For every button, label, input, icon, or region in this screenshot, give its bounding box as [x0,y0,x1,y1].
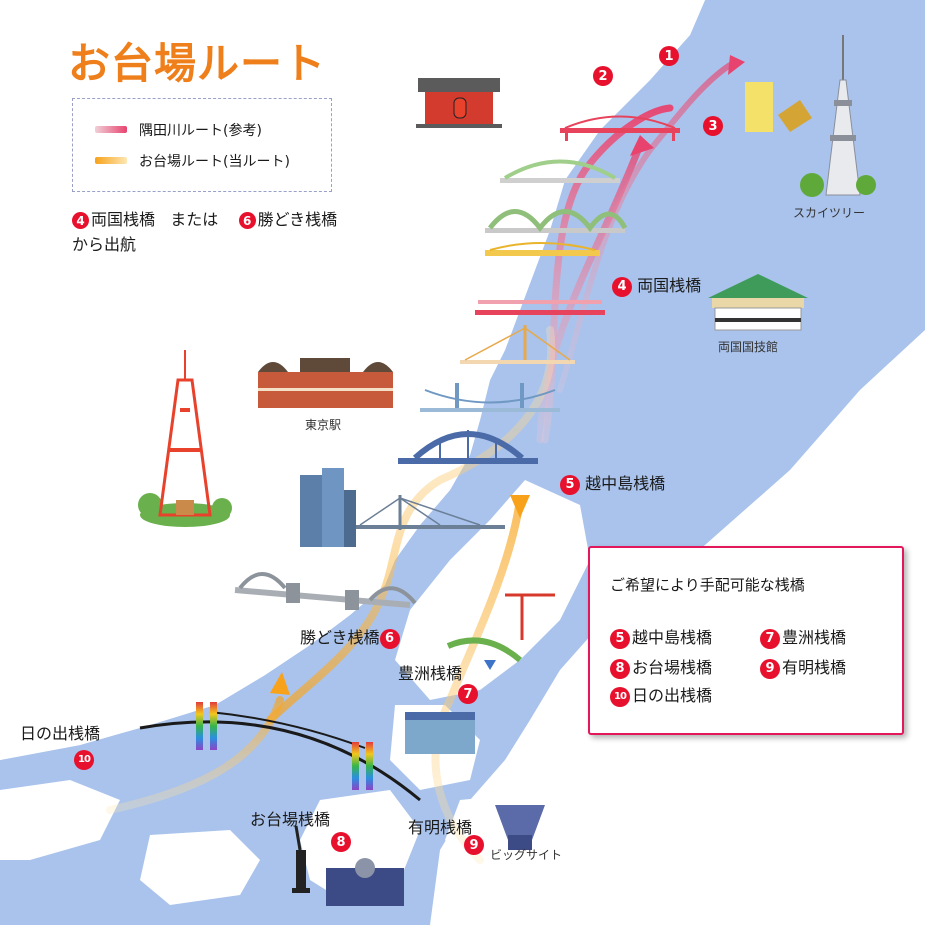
pier-hinode-badge: 10 [74,750,94,770]
pier-number-badge: 4 [72,212,89,229]
kokugikan-icon [708,274,808,331]
bookable-title: ご希望により手配可能な桟橋 [610,576,805,594]
bookable-item-name: お台場桟橋 [632,658,713,677]
bridge-icon [234,572,417,610]
building-icon [405,712,475,754]
pier-number-badge: 6 [238,212,256,229]
landmark-kokugikan: 両国国技館 [718,340,779,354]
route-marker-2: 2 [593,66,613,86]
tower-icon [138,350,232,527]
bookable-item-name: 日の出桟橋 [632,686,713,705]
legend-odaiba-label: お台場ルート(当ルート) [139,154,290,170]
sumida-route-swatch [95,126,127,133]
departure-pier-a: 両国桟橋 [91,210,156,229]
pier-number-badge: 9 [760,658,780,679]
pier-number-badge: 4 [612,276,632,297]
arrow-head [270,672,290,695]
pier-toyosu-badge: 7 [458,684,478,704]
bookable-item-name: 越中島桟橋 [632,628,713,647]
pier-number-badge: 10 [610,686,630,707]
pier-ariake-badge: 9 [464,835,484,855]
pier-number-badge: 5 [560,474,580,495]
legend-sumida-label: 隅田川ルート(参考) [139,123,262,139]
route-marker-1: 1 [659,46,679,66]
pier-odaiba-name[interactable]: お台場桟橋 [250,810,331,829]
bookable-item-name: 豊洲桟橋 [782,628,847,647]
pier-name: 越中島桟橋 [585,474,666,493]
pier-number-badge: 5 [610,628,630,649]
skytree-icon [745,35,876,197]
station-icon [258,358,393,408]
pier-toyosu-name[interactable]: 豊洲桟橋 [398,664,463,683]
building-icon [326,858,404,906]
building-icon [446,637,522,670]
pier-ryogoku[interactable]: 4 両国桟橋 [612,272,701,297]
big-sight-icon [495,805,545,850]
bridge-icon [485,242,600,256]
landmark-skytree: スカイツリー [793,206,866,220]
pier-name: 勝どき桟橋 [300,628,380,647]
building-icon [300,468,356,547]
bridge-icon [460,325,575,364]
landmark-big-sight: ビッグサイト [490,848,563,862]
route-marker-3: 3 [703,116,723,136]
pier-number-badge: 6 [379,628,400,649]
arrow-head [510,495,530,518]
bridge-icon [500,159,620,183]
odaiba-route-swatch [95,157,127,164]
bridge-icon [485,209,628,233]
pier-odaiba-badge: 8 [331,832,351,852]
pier-etchujima[interactable]: 5 越中島桟橋 [560,470,665,495]
kaminarimon-gate-icon [416,78,502,128]
pier-hinode-name[interactable]: 日の出桟橋 [20,724,101,743]
crane-icon [505,593,555,640]
bridge-icon [420,383,560,412]
arrow-head [630,135,654,156]
pier-ariake-name[interactable]: 有明桟橋 [408,818,473,837]
route-legend: 隅田川ルート(参考) お台場ルート(当ルート) [72,98,332,192]
statue-of-liberty-icon [292,825,310,893]
bridge-icon [355,495,505,530]
bridge-icon [139,702,421,802]
bridge-icon [475,300,605,315]
pier-number-badge: 7 [760,628,780,649]
pier-number-badge: 8 [610,658,630,679]
pier-name: 両国桟橋 [637,276,702,295]
bookable-item-name: 有明桟橋 [782,658,847,677]
bridge-icon [560,115,680,141]
landmark-tokyo-station: 東京駅 [305,418,342,432]
page-title: お台場ルート [68,39,327,88]
arrow-head [728,55,745,75]
departure-pier-b: 勝どき桟橋 [257,210,338,229]
bridge-icon [398,430,538,464]
departure-or: または [170,210,219,229]
departure-line-2: から出航 [72,235,137,254]
